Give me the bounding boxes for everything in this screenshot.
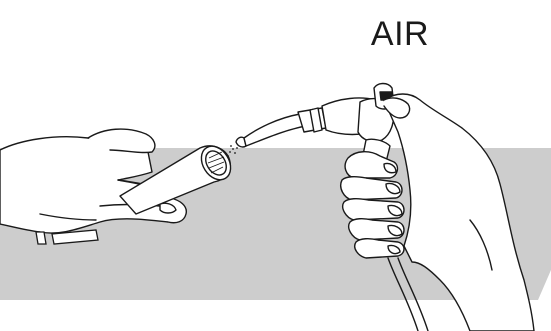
air-caption: AIR — [340, 14, 460, 54]
